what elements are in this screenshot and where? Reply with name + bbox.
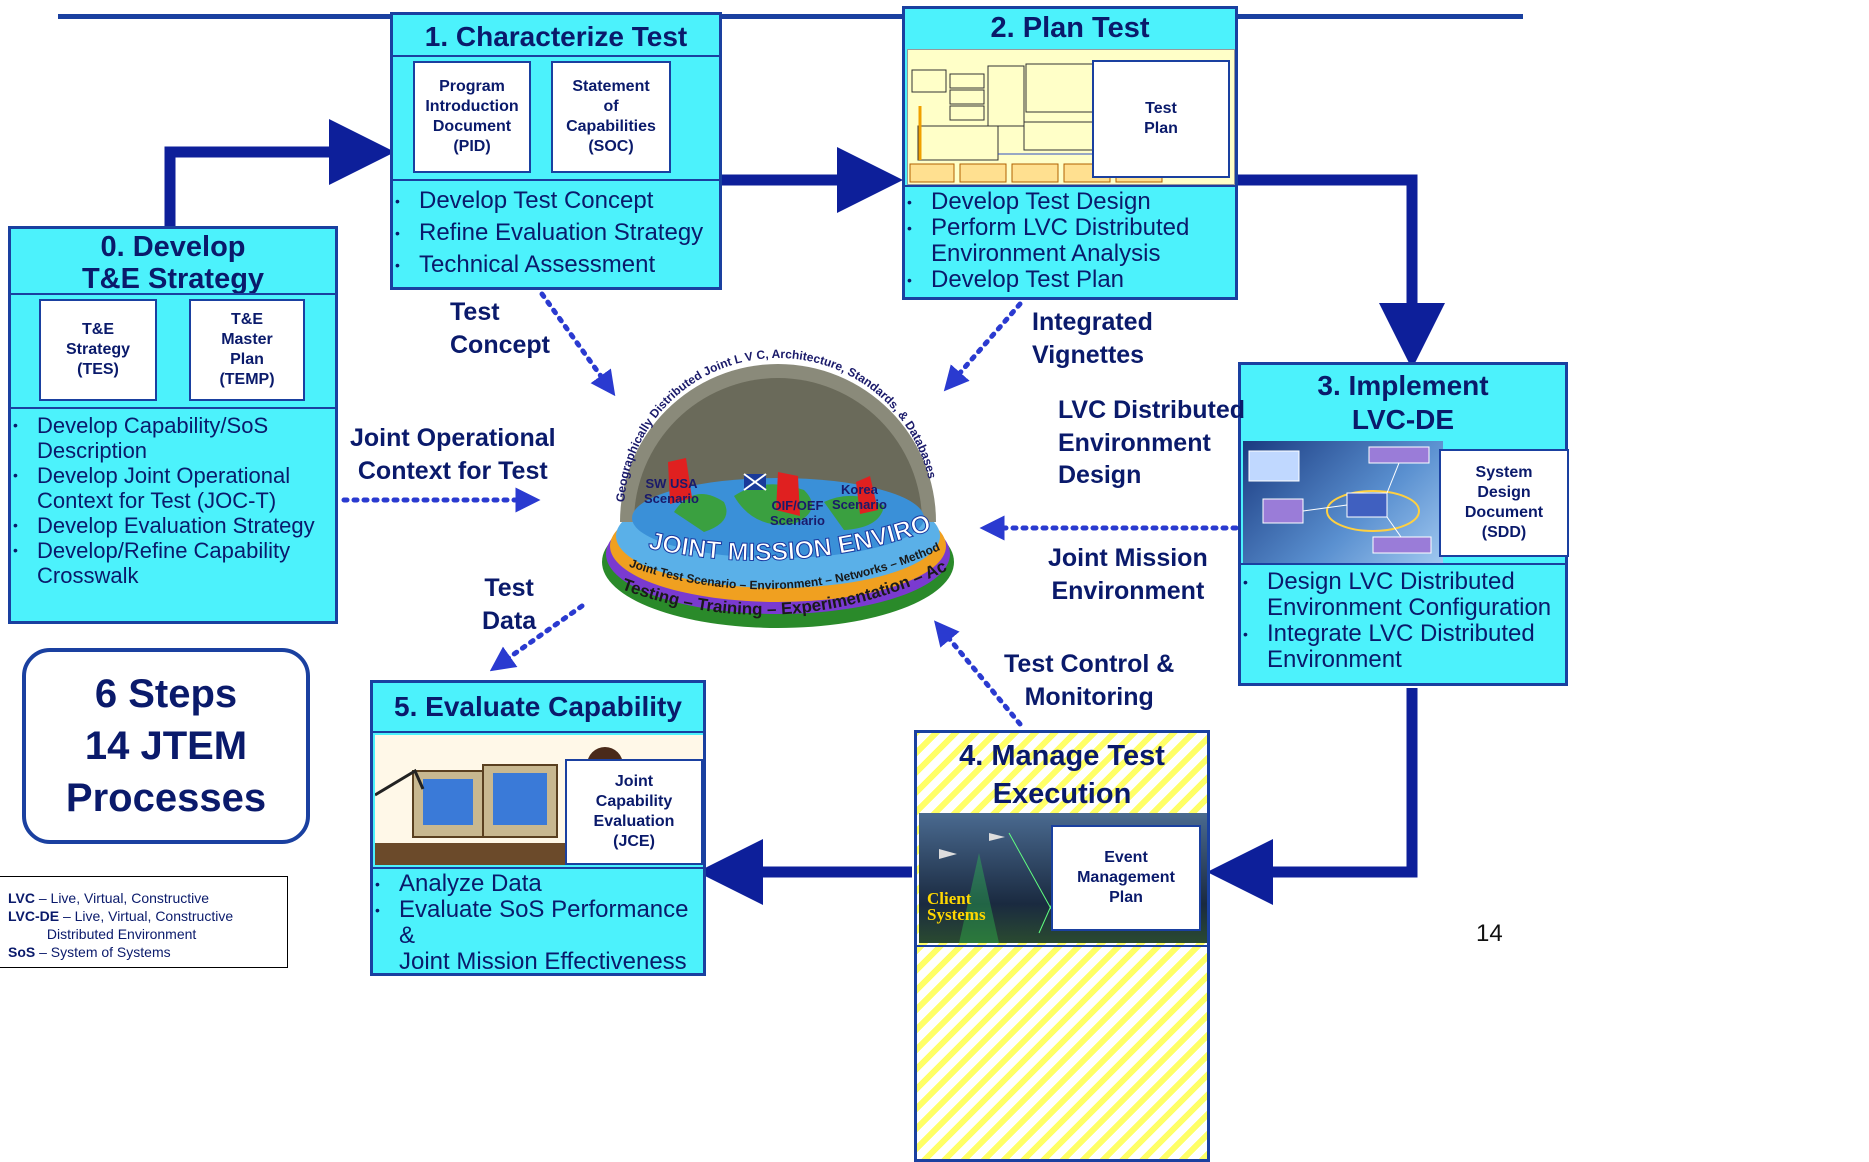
step5-bullet-1: Analyze Data [375, 871, 703, 898]
step0-bullet-2: Develop Joint Operational Context for Te… [13, 463, 315, 513]
scenario-sw-usa: SW USA Scenario [644, 476, 699, 506]
acronym-legend: LVC – Live, Virtual, Constructive LVC-DE… [0, 876, 288, 968]
step5-divider-top [373, 731, 703, 733]
step4-title: 4. Manage Test Execution [959, 740, 1165, 810]
step1-divider-bottom [393, 179, 719, 181]
step1-bullet-3: Technical Assessment [395, 249, 703, 281]
step1-box: 1. Characterize Test Program Introductio… [390, 12, 722, 290]
label-test-concept: Test Concept [450, 298, 550, 359]
step0-box: 0. Develop T&E Strategy T&E Strategy (TE… [8, 226, 338, 624]
step3-divider [1241, 563, 1565, 565]
step1-doc-pid[interactable]: Program Introduction Document (PID) [413, 61, 531, 173]
step2-title: 2. Plan Test [990, 12, 1150, 44]
summary-box: 6 Steps 14 JTEM Processes [22, 648, 310, 844]
step0-doc-temp[interactable]: T&E Master Plan (TEMP) [189, 299, 305, 401]
step5-bullet-2: Evaluate SoS Performance & Joint Mission… [375, 897, 703, 975]
legend-item-lvc: LVC – Live, Virtual, Constructive [8, 890, 210, 906]
label-integrated-vignettes: Integrated Vignettes [1032, 308, 1153, 369]
lvc-de-network-sketch [1248, 446, 1432, 554]
step3-doc-sdd[interactable]: System Design Document (SDD) [1439, 449, 1569, 557]
step2-bullets: Develop Test Design Perform LVC Distribu… [907, 189, 1189, 294]
arrow-step2-to-step3 [1237, 174, 1445, 369]
step2-doc-test-plan[interactable]: Test Plan [1092, 60, 1230, 178]
process-flow-image: Test Plan [907, 49, 1235, 185]
step0-divider-bottom [11, 407, 335, 409]
step3-bullet-1: Design LVC Distributed Environment Confi… [1243, 569, 1551, 621]
arrow-step3-to-step4 [1207, 688, 1418, 905]
step0-divider-top [11, 293, 335, 295]
step4-divider [917, 945, 1207, 947]
step3-bullets: Design LVC Distributed Environment Confi… [1243, 569, 1551, 673]
step4-box: 4. Manage Test Execution Client Systems … [914, 730, 1210, 1162]
lvc-de-diagram-image [1243, 441, 1443, 563]
step0-bullet-3: Develop Evaluation Strategy [13, 513, 315, 538]
legend-item-sos: SoS – System of Systems [8, 944, 171, 960]
arrow-step0-to-step1 [164, 119, 395, 228]
legend-item-lvc-de: LVC-DE – Live, Virtual, Constructive Dis… [8, 908, 234, 942]
step1-doc-soc[interactable]: Statement of Capabilities (SOC) [551, 61, 671, 173]
dotted-test-data [489, 603, 585, 672]
step5-box: 5. Evaluate Capability Joint Capability … [370, 680, 706, 976]
step5-doc-jce[interactable]: Joint Capability Evaluation (JCE) [565, 759, 703, 865]
step1-bullet-2: Refine Evaluation Strategy [395, 217, 703, 249]
label-lvc-design: LVC Distributed Environment Design [1058, 396, 1246, 489]
step0-bullet-1: Develop Capability/SoS Description [13, 413, 315, 463]
top-rule [58, 14, 1523, 19]
step3-box: 3. Implement LVC-DE System Design Docume… [1238, 362, 1569, 686]
step5-title: 5. Evaluate Capability [394, 691, 682, 722]
dotted-test-concept [539, 291, 616, 397]
step1-title: 1. Characterize Test [424, 21, 688, 52]
step2-divider [905, 185, 1235, 187]
dome-illustration: Geographically Distributed Joint L V C, … [583, 300, 954, 628]
process-flow-sketch [909, 63, 1163, 183]
joint-mission-environment-dome: Geographically Distributed Joint L V C, … [583, 300, 962, 644]
dotted-test-control [934, 620, 1023, 727]
step5-divider-bottom [373, 867, 703, 869]
dotted-integrated-vignettes [943, 301, 1023, 392]
step0-bullets: Develop Capability/SoS Description Devel… [13, 413, 315, 588]
step1-bullet-1: Develop Test Concept [395, 185, 703, 217]
label-test-data: Test Data [482, 574, 537, 635]
scenario-oif-oef: OIF/OEF Scenario [770, 498, 825, 528]
step3-title: 3. Implement LVC-DE [1317, 370, 1489, 435]
step2-bullet-3: Develop Test Plan [907, 267, 1189, 294]
scenario-korea: Korea Scenario [832, 482, 887, 512]
step2-bullet-1: Develop Test Design [907, 189, 1189, 216]
summary-text: 6 Steps 14 JTEM Processes [65, 672, 267, 820]
step0-bullet-4: Develop/Refine Capability Crosswalk [13, 538, 315, 588]
step0-doc-tes[interactable]: T&E Strategy (TES) [39, 299, 157, 401]
label-joint-mission-environment: Joint Mission Environment [1048, 544, 1208, 605]
step1-divider-top [393, 55, 719, 57]
step1-bullets: Develop Test Concept Refine Evaluation S… [395, 185, 703, 281]
step3-bullet-2: Integrate LVC Distributed Environment [1243, 621, 1551, 673]
label-joint-operational-context: Joint Operational Context for Test [350, 424, 556, 485]
step2-bullet-2: Perform LVC Distributed Environment Anal… [907, 215, 1189, 267]
client-systems-label: Client Systems [927, 889, 986, 924]
label-test-control: Test Control & Monitoring [1004, 650, 1175, 711]
step4-doc-event-plan[interactable]: Event Management Plan [1051, 825, 1201, 931]
page-number: 14 [1476, 920, 1503, 947]
step5-bullets: Analyze Data Evaluate SoS Performance & … [375, 871, 703, 975]
step0-title: 0. Develop T&E Strategy [81, 231, 265, 295]
step2-box: 2. Plan Test Test Plan Develop Test Desi… [902, 6, 1238, 300]
